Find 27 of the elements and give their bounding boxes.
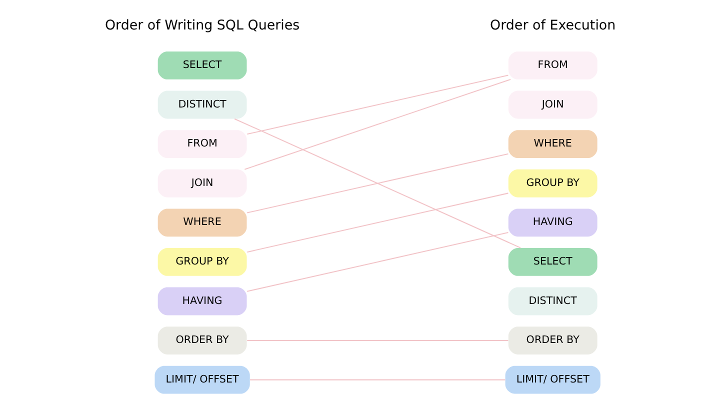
connector <box>247 340 508 342</box>
node-box: WHERE <box>508 130 598 158</box>
connector <box>247 232 508 292</box>
node-box: DISTINCT <box>158 90 247 119</box>
node-box: GROUP BY <box>508 169 598 198</box>
node-box: JOIN <box>158 169 247 198</box>
node-box: DISTINCT <box>508 287 598 316</box>
node-box: GROUP BY <box>158 248 247 276</box>
connector <box>234 118 521 248</box>
node-box: LIMIT/ OFFSET <box>505 366 600 394</box>
connector <box>247 74 508 135</box>
node-box: WHERE <box>158 208 247 237</box>
node-box: ORDER BY <box>158 326 247 354</box>
node-box: FROM <box>158 130 247 158</box>
node-box: SELECT <box>158 52 247 80</box>
node-box: HAVING <box>508 208 598 237</box>
node-box: FROM <box>508 52 598 80</box>
connector <box>250 379 506 380</box>
label: Order of Writing SQL Queries <box>104 18 300 34</box>
node-box: ORDER BY <box>508 326 598 354</box>
connector <box>247 192 508 253</box>
node-box: LIMIT/ OFFSET <box>154 366 250 394</box>
connector <box>247 153 508 214</box>
connector <box>244 78 511 170</box>
label: Order of Execution <box>490 18 616 34</box>
node-box: HAVING <box>158 287 247 316</box>
node-box: SELECT <box>508 248 598 276</box>
